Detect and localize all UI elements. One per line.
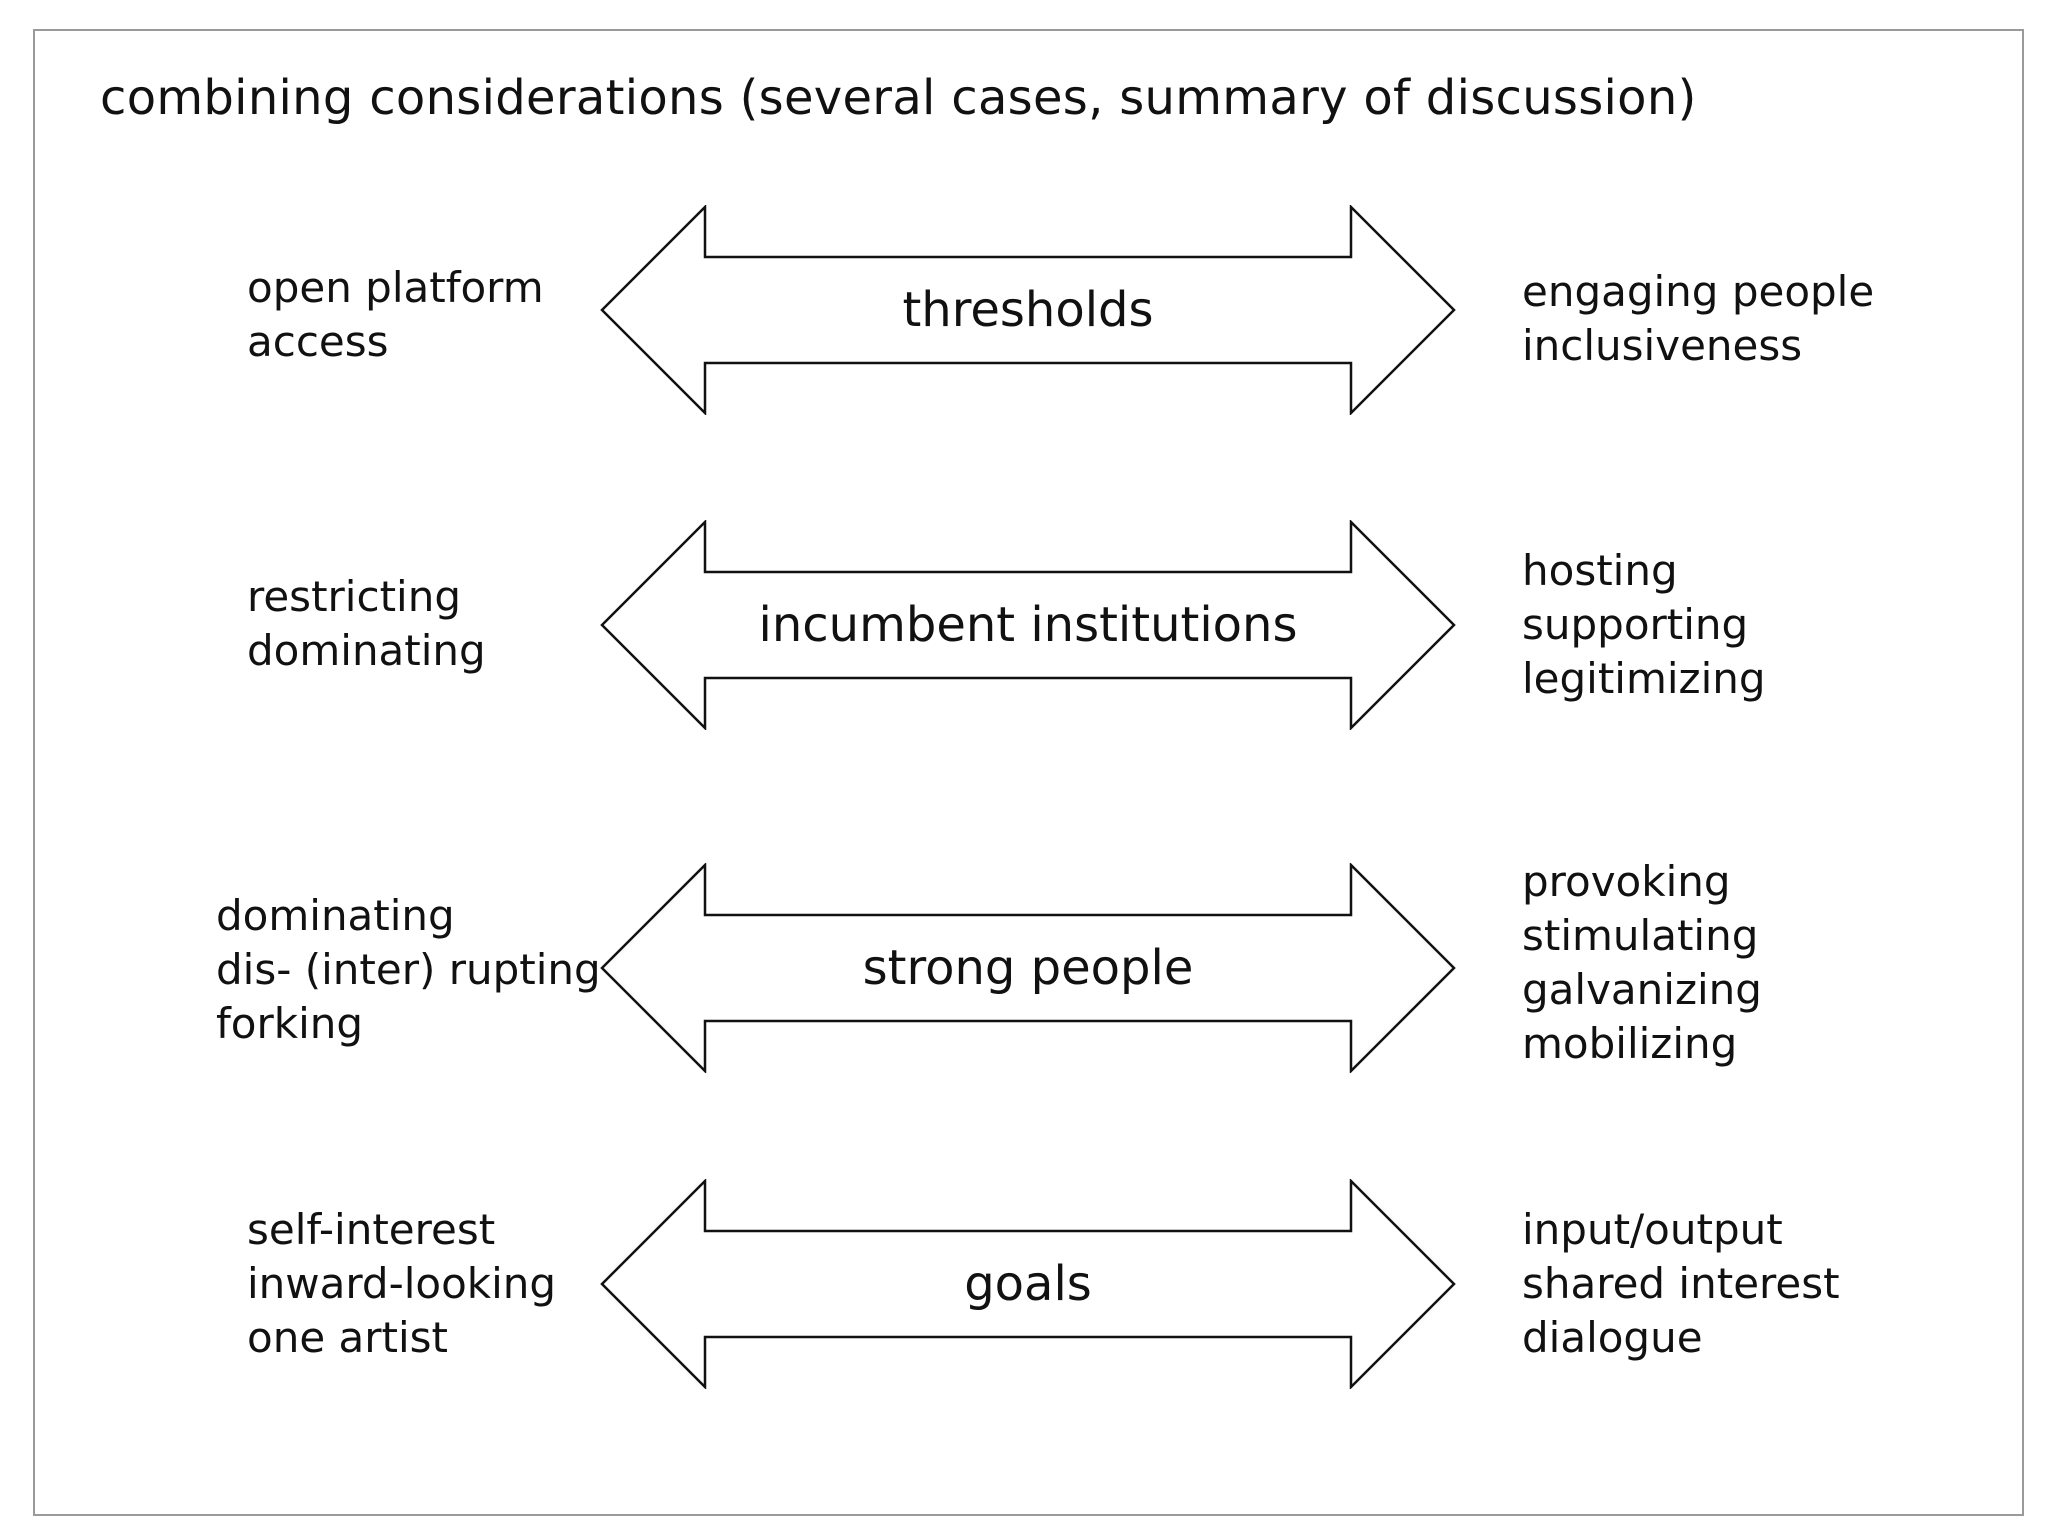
right-term: inclusiveness: [1522, 321, 1803, 370]
left-term: one artist: [247, 1313, 448, 1362]
slide-title: combining considerations (several cases,…: [100, 70, 1697, 126]
double-arrow: goals: [600, 1179, 1456, 1389]
double-arrow: thresholds: [600, 205, 1456, 415]
arrow-label: goals: [964, 1256, 1092, 1312]
right-term: provoking: [1522, 857, 1731, 906]
right-term: mobilizing: [1522, 1019, 1738, 1068]
arrow-label: thresholds: [902, 282, 1154, 338]
slide-frame: [33, 29, 2024, 1516]
right-terms: provoking stimulating galvanizing mobili…: [1522, 855, 1762, 1071]
double-arrow-icon: [600, 205, 1456, 415]
right-term: legitimizing: [1522, 654, 1766, 703]
right-term: galvanizing: [1522, 965, 1762, 1014]
right-term: input/output: [1522, 1205, 1783, 1254]
left-terms: restricting dominating: [247, 570, 486, 678]
right-term: supporting: [1522, 600, 1749, 649]
left-term: restricting: [247, 572, 461, 621]
double-arrow: incumbent institutions: [600, 520, 1456, 730]
left-term: open platform: [247, 263, 544, 312]
left-terms: self-interest inward-looking one artist: [247, 1203, 556, 1365]
right-term: hosting: [1522, 546, 1678, 595]
left-term: dominating: [247, 626, 486, 675]
right-terms: input/output shared interest dialogue: [1522, 1203, 1840, 1365]
double-arrow-icon: [600, 520, 1456, 730]
right-term: dialogue: [1522, 1313, 1703, 1362]
left-term: forking: [216, 999, 364, 1048]
left-term: dis- (inter) rupting: [216, 945, 601, 994]
left-term: self-interest: [247, 1205, 496, 1254]
right-terms: hosting supporting legitimizing: [1522, 544, 1766, 706]
left-term: dominating: [216, 891, 455, 940]
right-term: engaging people: [1522, 267, 1875, 316]
double-arrow: strong people: [600, 863, 1456, 1073]
left-term: inward-looking: [247, 1259, 557, 1308]
double-arrow-icon: [600, 1179, 1456, 1389]
left-term: access: [247, 317, 389, 366]
right-term: stimulating: [1522, 911, 1759, 960]
arrow-label: incumbent institutions: [758, 597, 1298, 653]
left-terms: open platform access: [247, 261, 544, 369]
right-terms: engaging people inclusiveness: [1522, 265, 1874, 373]
double-arrow-icon: [600, 863, 1456, 1073]
left-terms: dominating dis- (inter) rupting forking: [216, 889, 601, 1051]
arrow-label: strong people: [862, 940, 1194, 996]
right-term: shared interest: [1522, 1259, 1840, 1308]
